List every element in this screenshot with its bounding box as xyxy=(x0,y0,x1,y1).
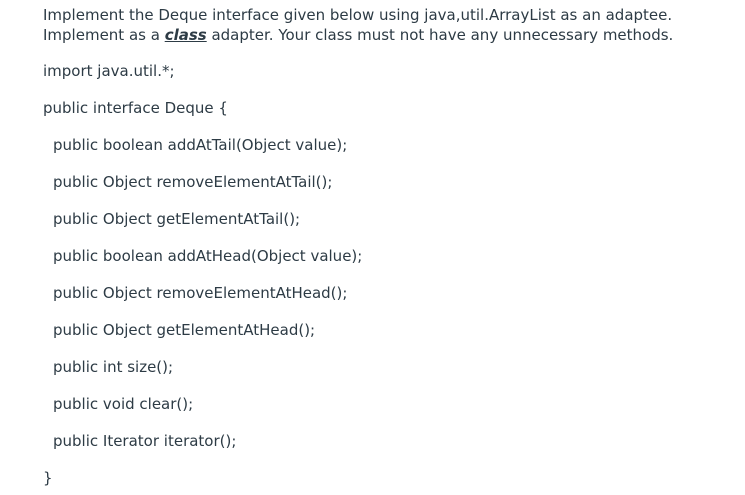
method-iterator: public Iterator iterator(); xyxy=(53,432,237,450)
emphasis-class-word: class xyxy=(164,26,207,44)
closing-brace: } xyxy=(43,469,53,487)
import-statement: import java.util.*; xyxy=(43,62,175,80)
method-remove-element-at-head: public Object removeElementAtHead(); xyxy=(53,284,348,302)
method-get-element-at-head: public Object getElementAtHead(); xyxy=(53,321,316,339)
question-content: Implement the Deque interface given belo… xyxy=(43,5,733,45)
instructions-line-2: Implement as a class adapter. Your class… xyxy=(43,25,733,45)
method-add-at-head: public boolean addAtHead(Object value); xyxy=(53,247,363,265)
method-get-element-at-tail: public Object getElementAtTail(); xyxy=(53,210,301,228)
instructions-line-2-suffix: adapter. Your class must not have any un… xyxy=(206,26,674,44)
instructions-line-2-prefix: Implement as a xyxy=(43,26,165,44)
method-add-at-tail: public boolean addAtTail(Object value); xyxy=(53,136,348,154)
instructions-line-1: Implement the Deque interface given belo… xyxy=(43,6,673,24)
method-clear: public void clear(); xyxy=(53,395,194,413)
method-size: public int size(); xyxy=(53,358,174,376)
method-remove-element-at-tail: public Object removeElementAtTail(); xyxy=(53,173,333,191)
interface-declaration: public interface Deque { xyxy=(43,99,228,117)
